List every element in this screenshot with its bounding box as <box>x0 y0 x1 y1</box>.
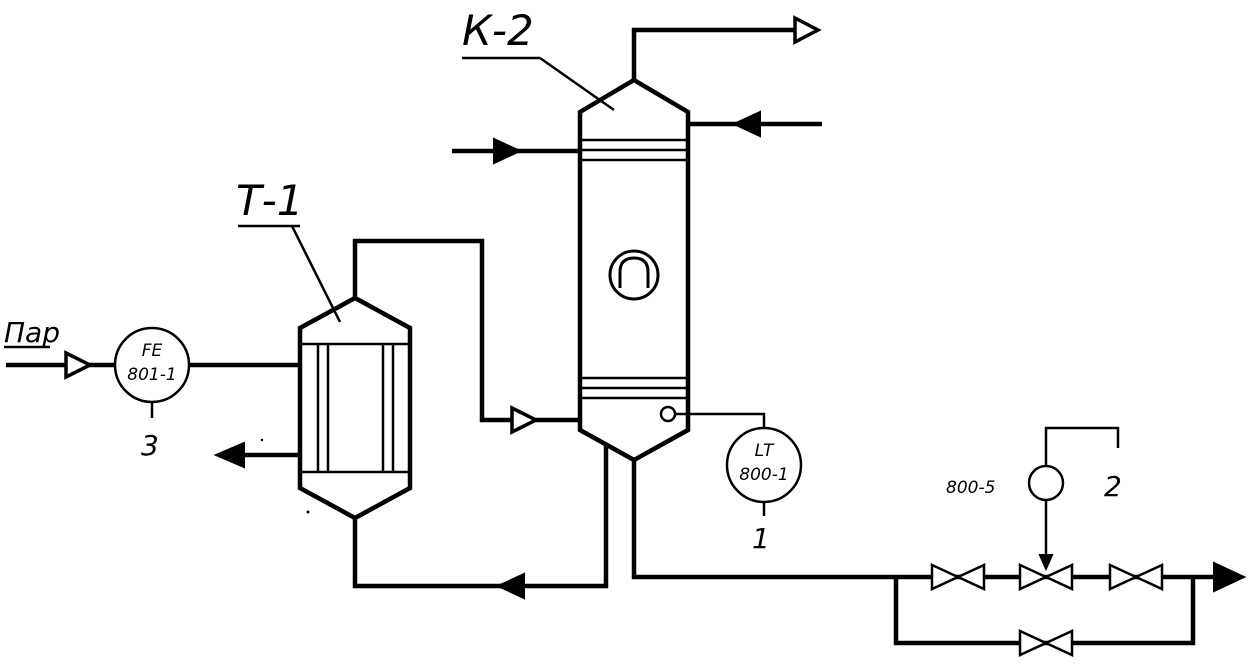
condensate-outlet <box>213 441 300 469</box>
heat-exchanger-t1: Т-1 <box>236 176 413 521</box>
manhole-icon <box>608 249 660 301</box>
steam-inlet: Пар <box>4 316 300 380</box>
steam-arrow-icon <box>64 350 94 380</box>
heat-exchanger-tubes <box>316 344 395 472</box>
fe-line-number: 3 <box>141 429 159 462</box>
k2-overhead-line <box>631 15 822 80</box>
speck <box>260 438 264 442</box>
control-valve-800-5: 800-5 2 <box>946 426 1122 591</box>
vapor-arrow-icon <box>510 405 540 435</box>
t1-vapor-line <box>352 238 580 435</box>
reflux-arrow-icon <box>731 110 761 138</box>
bypass-valve <box>1018 629 1074 657</box>
k2-reflux-inlet <box>688 110 822 138</box>
bottoms-product-line <box>631 460 1247 646</box>
overhead-arrow-icon <box>793 15 822 45</box>
level-transmitter-lt-800-1: LT 800-1 1 <box>675 412 803 555</box>
column-k2-top-trays <box>580 138 688 162</box>
k2-leader-line <box>539 56 615 112</box>
speck <box>306 510 310 514</box>
k2-label: К-2 <box>462 6 534 55</box>
lt-number: 800-1 <box>739 465 788 485</box>
t1-leader-line <box>290 225 342 323</box>
isolation-valve-outlet <box>1108 563 1164 591</box>
reboiler-circulation-line <box>352 445 609 600</box>
isolation-valve-inlet <box>930 563 986 591</box>
k2-feed-inlet <box>452 137 580 165</box>
fe-tag: FE <box>142 341 163 361</box>
flow-element-fe-801-1: FE 801-1 3 <box>113 326 191 462</box>
t1-label: Т-1 <box>236 176 304 225</box>
condensate-arrow-icon <box>213 441 245 469</box>
bottoms-arrow-icon <box>1213 561 1247 593</box>
valve-actuator-icon <box>1027 464 1065 502</box>
valve-tag: 800-5 <box>946 478 995 498</box>
valve-line-number: 2 <box>1104 470 1122 503</box>
fe-number: 801-1 <box>127 365 176 385</box>
circulation-arrow-icon <box>495 572 525 600</box>
feed-arrow-icon <box>493 137 523 165</box>
level-sensor-tap <box>659 405 677 423</box>
column-k2: К-2 <box>462 6 691 463</box>
lt-tag: LT <box>755 441 775 461</box>
steam-label: Пар <box>4 316 60 349</box>
column-k2-bottom-trays <box>580 376 688 400</box>
lt-line-number: 1 <box>752 522 770 555</box>
